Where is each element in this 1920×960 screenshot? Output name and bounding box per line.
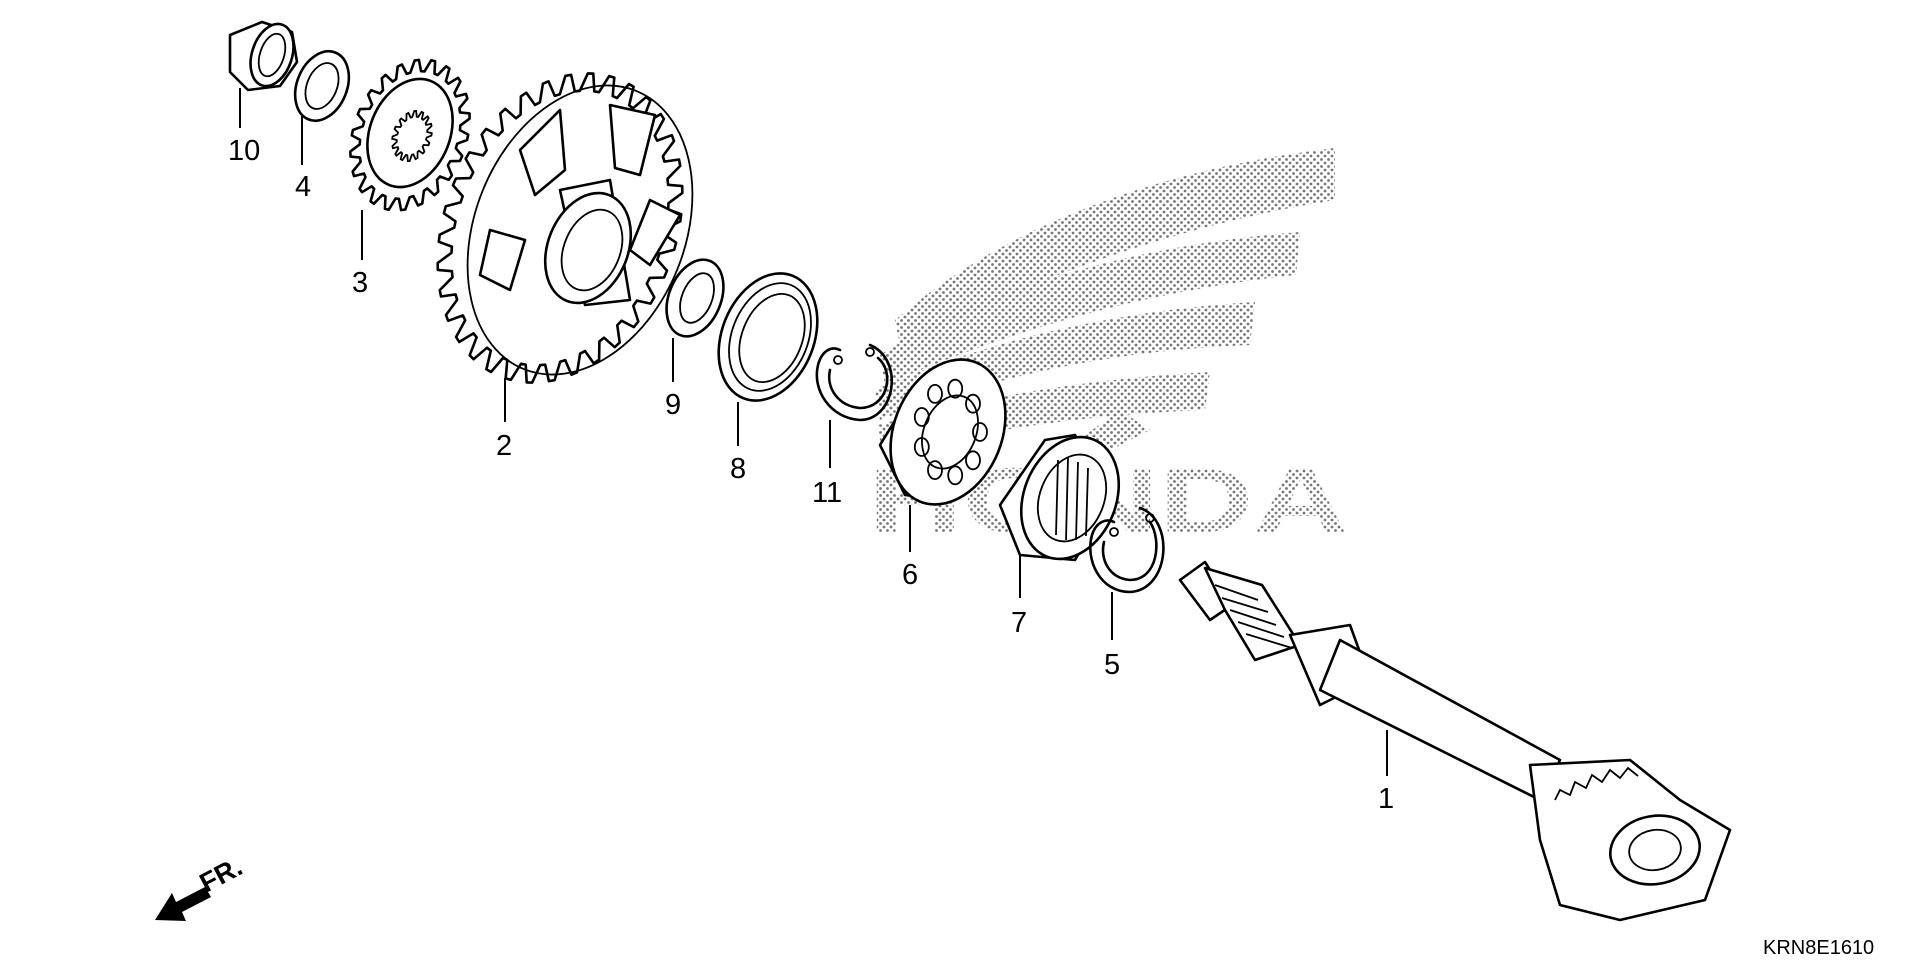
part-3-small-gear	[349, 58, 471, 212]
bearing-ball	[965, 393, 981, 414]
callout-6: 6	[902, 559, 918, 591]
part-7-needle-bearing	[998, 433, 1121, 562]
bearing-ball	[927, 383, 943, 404]
part-8-oil-seal	[717, 272, 819, 402]
drawing-code: KRN8E1610	[1763, 937, 1874, 959]
part-1-spindle	[1178, 560, 1732, 922]
callout-11: 11	[812, 477, 842, 509]
part-9-washer	[665, 258, 725, 338]
bearing-ball	[947, 465, 964, 486]
part-5-snap-ring	[1089, 506, 1165, 594]
bearing-ball	[913, 437, 930, 457]
callout-10: 10	[228, 135, 260, 167]
bearing-ball	[913, 407, 930, 427]
callout-3: 3	[352, 267, 368, 299]
part-11-snap-ring	[815, 343, 894, 422]
callout-numbers: 10 4 3 2 9 8 11 6 7 5 1	[228, 135, 1394, 815]
leader-lines	[239, 88, 1388, 776]
callout-7: 7	[1011, 607, 1027, 639]
callout-4: 4	[295, 171, 311, 203]
callout-8: 8	[730, 453, 746, 485]
bearing-ball	[972, 422, 988, 442]
front-direction-arrow: FR.	[155, 851, 247, 921]
callout-9: 9	[665, 389, 681, 421]
part-2-large-gear	[436, 72, 694, 384]
arrow-icon	[155, 887, 211, 921]
part-4-washer	[293, 50, 351, 122]
part-10-nut	[228, 20, 299, 92]
callout-1: 1	[1378, 783, 1394, 815]
bearing-ball	[927, 460, 943, 481]
bearing-ball	[965, 450, 981, 471]
bearing-ball	[947, 378, 964, 399]
part-6-ball-bearing	[878, 358, 1007, 506]
callout-2: 2	[496, 430, 512, 462]
callout-5: 5	[1104, 649, 1120, 681]
